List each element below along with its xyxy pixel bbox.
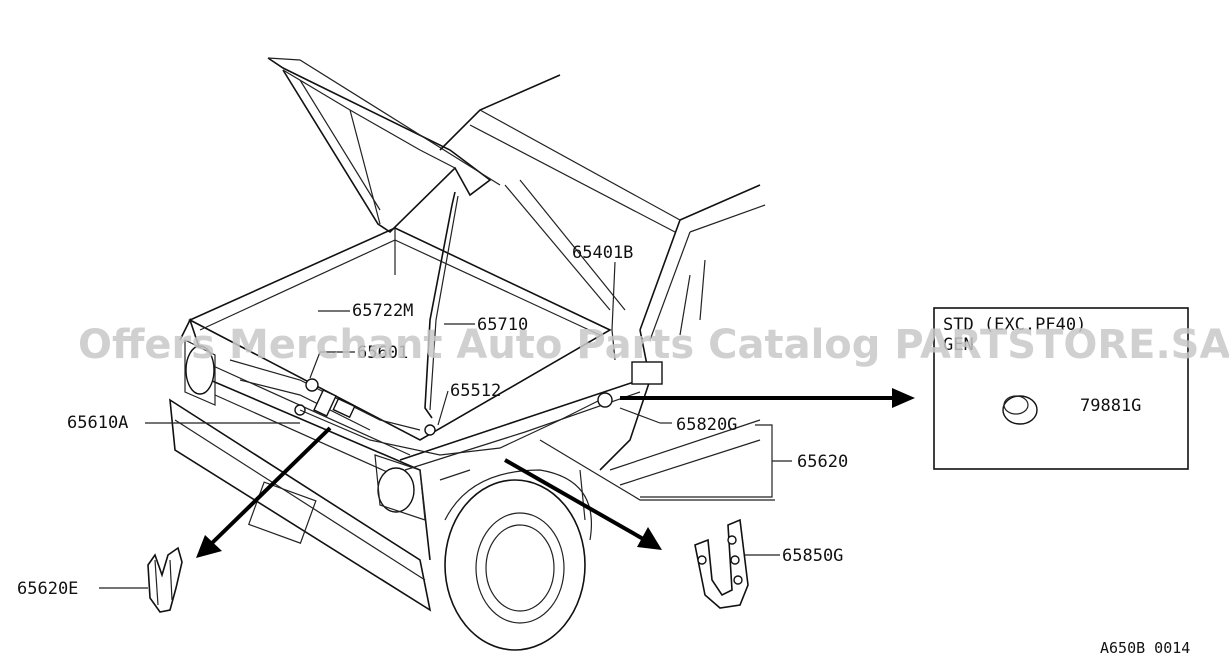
part-label-65601[interactable]: 65601	[357, 343, 408, 363]
part-label-79881g[interactable]: 79881G	[1080, 396, 1141, 416]
bracket-65850g-illustration	[694, 518, 749, 609]
part-label-65512[interactable]: 65512	[450, 381, 501, 401]
clip-65620e-illustration	[147, 546, 183, 613]
inset-condition-label: STD (EXC.PF40)	[943, 315, 1086, 335]
part-label-65850g[interactable]: 65850G	[782, 546, 843, 566]
part-label-65620[interactable]: 65620	[797, 452, 848, 472]
inset-variant-label: GEN	[943, 335, 974, 355]
part-label-65610a[interactable]: 65610A	[67, 413, 128, 433]
part-label-65820g[interactable]: 65820G	[676, 415, 737, 435]
part-label-65722m[interactable]: 65722M	[352, 301, 413, 321]
part-label-65401b[interactable]: 65401B	[572, 243, 633, 263]
part-label-65620e[interactable]: 65620E	[17, 579, 78, 599]
diagram-code: A650B 0014	[1100, 639, 1190, 657]
inset-box: STD (EXC.PF40) GEN 79881G	[933, 307, 1189, 470]
watermark-text: Offers Merchant Auto Parts Catalog PARTS…	[78, 322, 1229, 368]
leader-lines	[99, 261, 1075, 589]
direction-arrows	[196, 388, 915, 558]
vehicle-front-illustration	[169, 57, 775, 651]
grommet-79881g-illustration	[1002, 395, 1038, 425]
part-labels: 65401B 65722M 65710 65601 65512 65610A 6…	[17, 243, 848, 599]
part-label-65710[interactable]: 65710	[477, 315, 528, 335]
